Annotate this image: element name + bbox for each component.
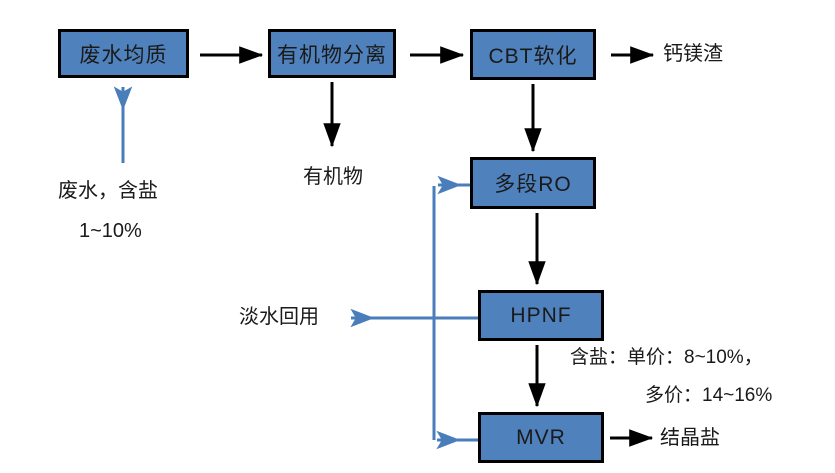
label-organic-matter: 有机物 [303,166,363,188]
node-mvr[interactable]: MVR [478,412,604,463]
label-freshwater-reuse: 淡水回用 [239,306,319,328]
node-hpnf-label: HPNF [510,303,572,327]
node-multi-stage-ro-label: 多段RO [494,173,572,196]
node-hpnf[interactable]: HPNF [478,290,604,341]
label-salinity-line2: 多价：14~16% [645,385,773,406]
node-equalization-label: 废水均质 [79,43,168,67]
node-organic-separation[interactable]: 有机物分离 [268,29,396,78]
node-organic-separation-label: 有机物分离 [277,43,387,67]
node-equalization[interactable]: 废水均质 [58,29,189,78]
label-salinity-line1: 含盐：单价：8~10%， [570,347,763,368]
node-cbt-softening[interactable]: CBT软化 [470,29,596,80]
node-multi-stage-ro[interactable]: 多段RO [470,157,596,209]
label-feed-water-line2: 1~10% [79,220,142,242]
node-cbt-softening-label: CBT软化 [488,44,578,68]
node-mvr-label: MVR [516,425,566,449]
label-crystallized-salt: 结晶盐 [660,427,720,449]
label-calcium-magnesium-residue: 钙镁渣 [663,43,723,65]
label-feed-water-line1: 废水，含盐 [58,180,158,202]
